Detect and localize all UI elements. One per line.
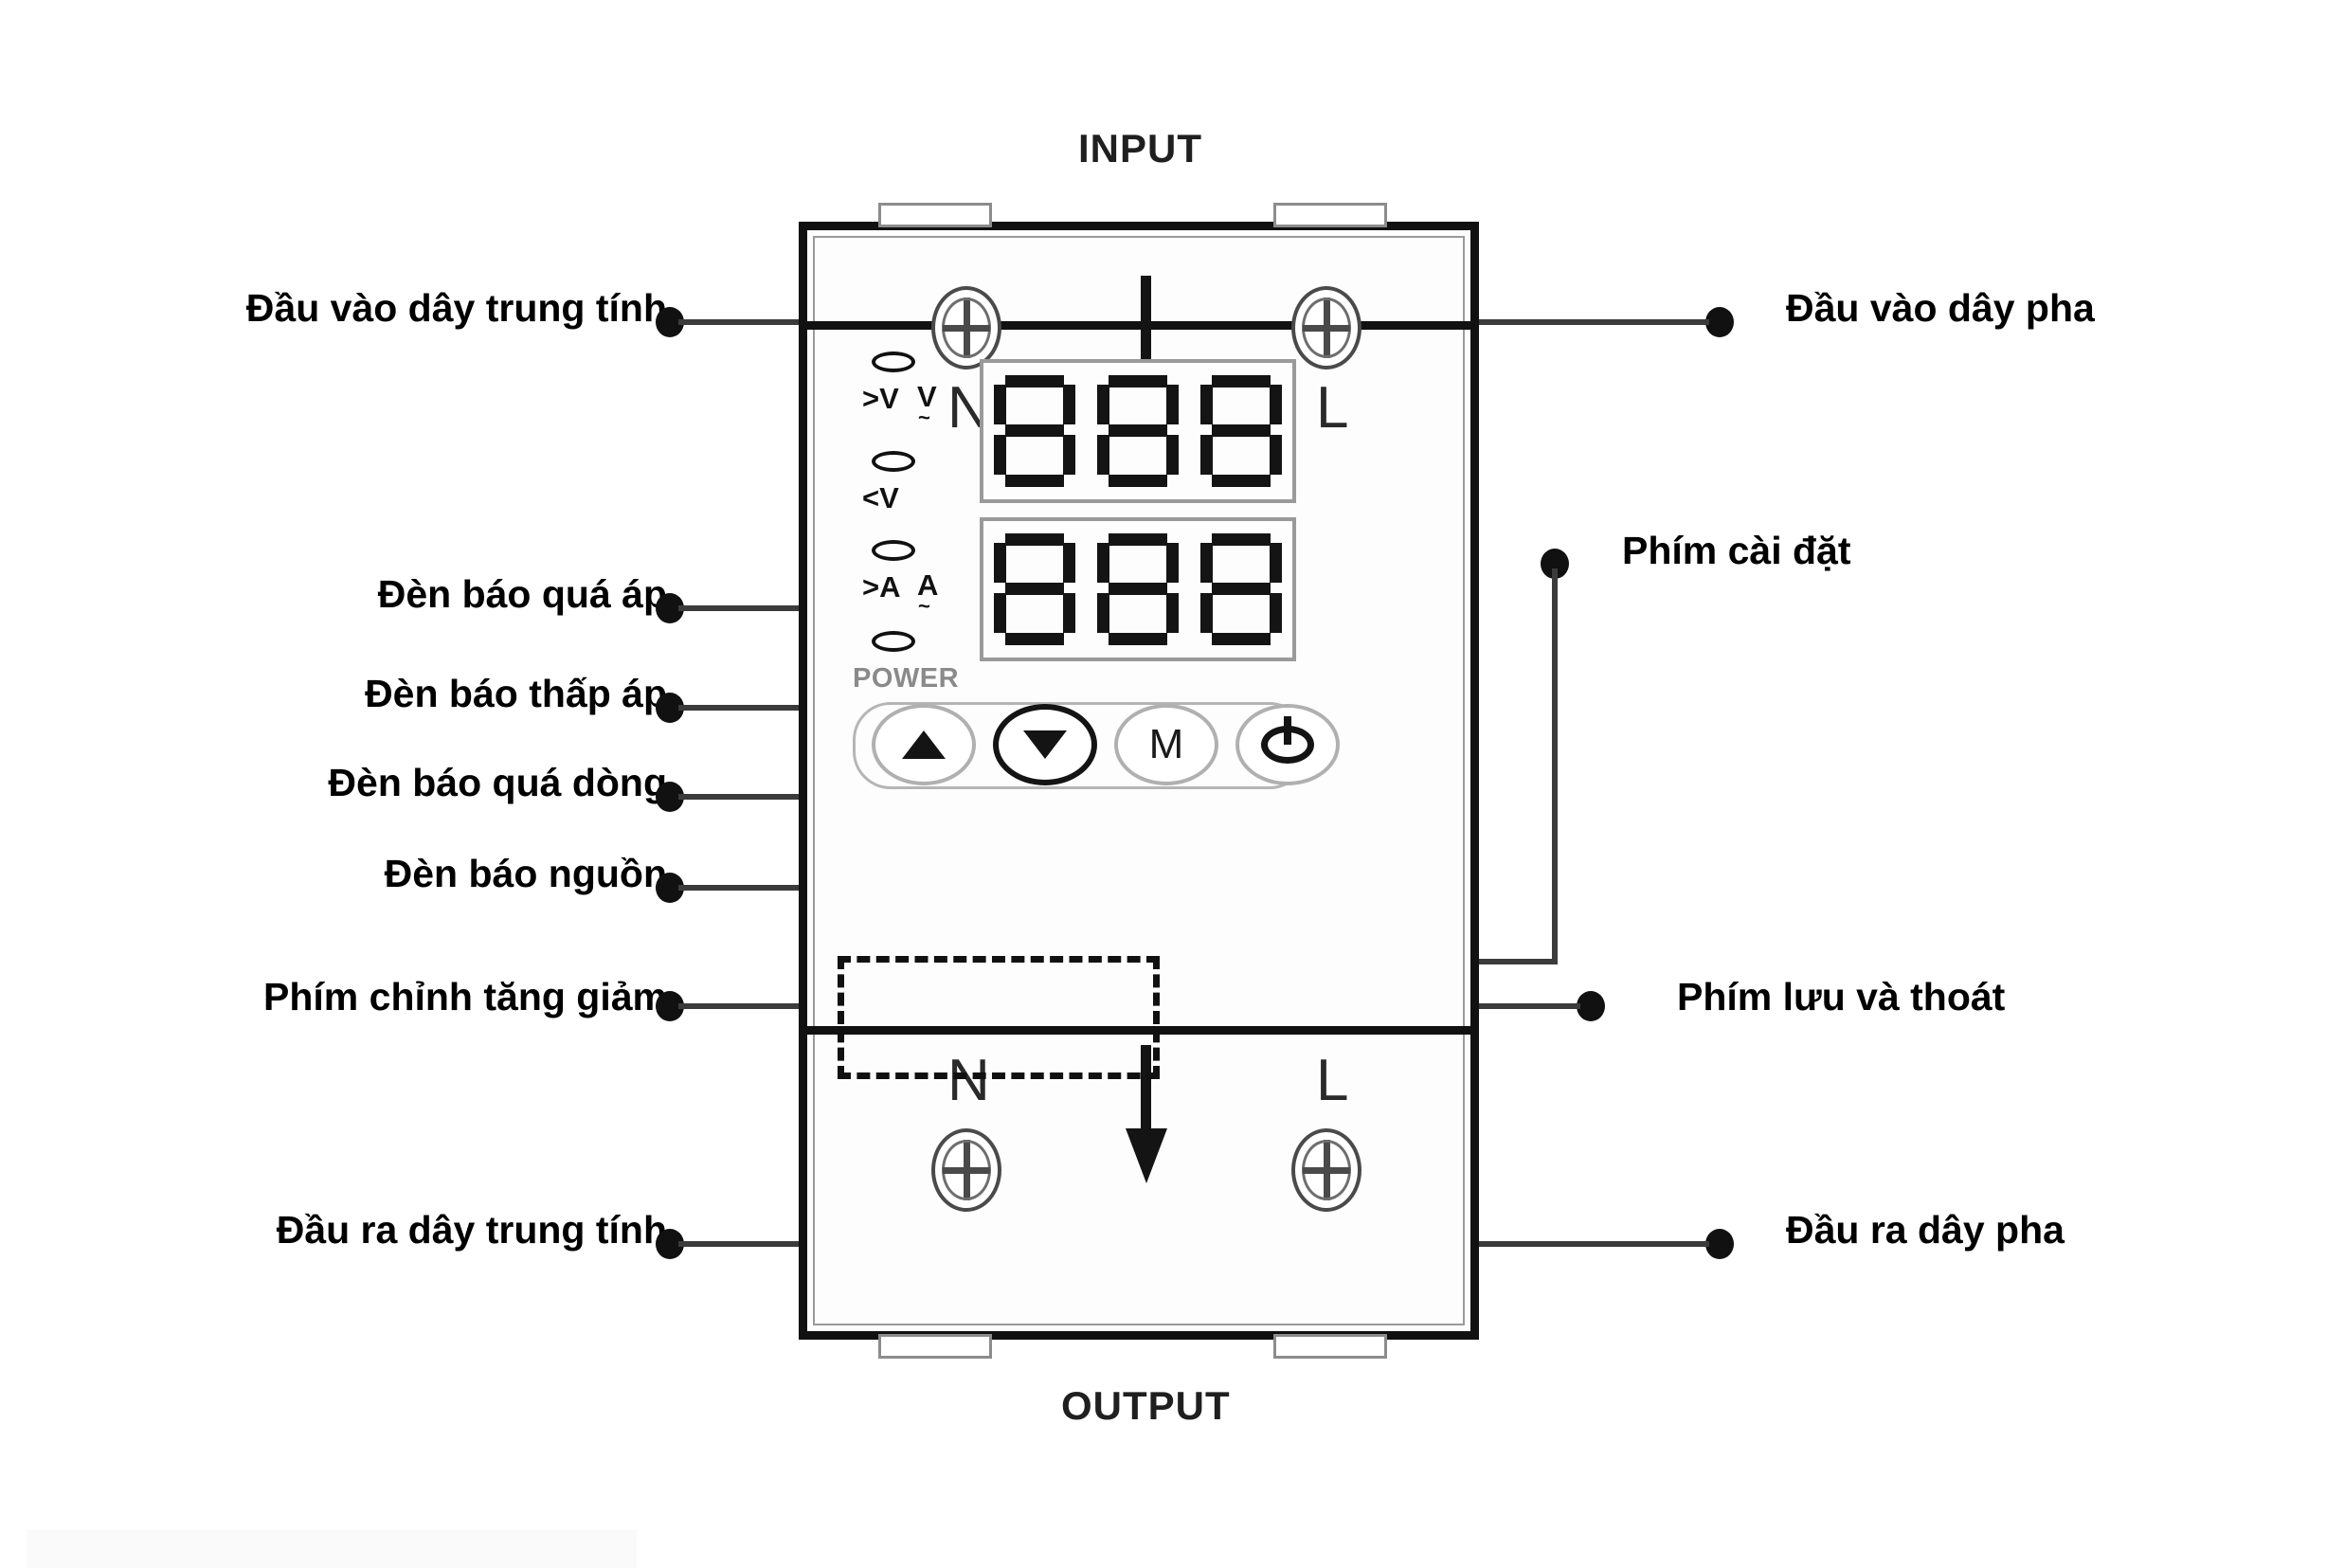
voltage-digit-3 <box>1199 375 1282 487</box>
up-button[interactable] <box>872 704 976 785</box>
din-tab-bottom-right <box>1273 1334 1387 1359</box>
input-line-screw-terminal <box>1291 286 1361 369</box>
updown-keys-highlight <box>838 956 1160 1079</box>
output-caption: OUTPUT <box>1061 1383 1231 1428</box>
din-tab-top-left <box>878 203 992 227</box>
input-line-letter: L <box>1316 375 1349 441</box>
voltage-digit-1 <box>994 375 1076 487</box>
leader-line-updown-keys <box>678 1003 845 1009</box>
input-line-callout: Đầu vào dây pha <box>1786 286 2095 330</box>
mode-button[interactable]: M <box>1114 704 1218 785</box>
led-tilde-current: ~ <box>918 594 930 618</box>
leader-line-output-line <box>1376 1241 1709 1247</box>
power-led-callout: Đèn báo nguồn <box>384 852 667 895</box>
power-button[interactable] <box>1235 704 1340 785</box>
output-neutral-screw-terminal <box>931 1128 1001 1212</box>
input-neutral-callout: Đầu vào dây trung tính <box>245 286 667 330</box>
triangle-up-icon <box>902 730 946 759</box>
led-over-voltage <box>872 351 915 372</box>
over-current-callout: Đèn báo quá dòng <box>328 761 667 804</box>
current-digit-3 <box>1199 533 1282 645</box>
led-under-voltage <box>872 451 915 472</box>
leader-line-setting-key-vertical <box>1552 568 1558 964</box>
din-tab-bottom-left <box>878 1334 992 1359</box>
leader-line-over-current <box>678 794 883 800</box>
output-flow-arrow-icon <box>1126 1045 1167 1183</box>
mode-button-label: M <box>1148 721 1184 767</box>
updown-keys-callout: Phím chỉnh tăng giảm <box>263 975 667 1018</box>
under-voltage-callout: Đèn báo thấp áp <box>365 672 667 715</box>
current-digit-2 <box>1096 533 1179 645</box>
leader-line-over-voltage <box>678 605 883 611</box>
voltage-digit-2 <box>1096 375 1179 487</box>
led-label-power: POWER <box>853 663 960 694</box>
over-voltage-callout: Đèn báo quá áp <box>377 572 667 616</box>
leader-line-input-line <box>1376 319 1709 325</box>
led-over-current <box>872 540 915 561</box>
input-caption: INPUT <box>1078 126 1202 171</box>
led-label-over-current: >A <box>862 570 901 604</box>
save-exit-callout: Phím lưu và thoát <box>1677 975 2006 1018</box>
led-label-under-voltage: <V <box>862 481 899 514</box>
down-button[interactable] <box>993 704 1097 785</box>
current-display <box>980 517 1296 661</box>
leader-dot-save-exit <box>1577 991 1605 1021</box>
led-power <box>872 631 915 652</box>
leader-dot-input-line <box>1705 307 1734 337</box>
leader-line-power-led <box>678 885 883 891</box>
led-tilde-voltage: ~ <box>918 406 930 429</box>
led-label-over-voltage: >V <box>862 382 899 415</box>
led-unit-current: A <box>917 568 939 602</box>
output-neutral-callout: Đầu ra dây trung tính <box>276 1208 667 1252</box>
power-icon <box>1261 716 1314 771</box>
leader-line-under-voltage <box>678 705 883 711</box>
leader-dot-output-line <box>1705 1229 1734 1259</box>
voltage-display <box>980 359 1296 503</box>
din-tab-top-right <box>1273 203 1387 227</box>
output-line-letter: L <box>1316 1048 1349 1113</box>
page-artifact-band <box>27 1530 637 1568</box>
input-neutral-screw-terminal <box>931 286 1001 369</box>
output-line-callout: Đầu ra dây pha <box>1786 1208 2065 1252</box>
triangle-down-icon <box>1023 730 1067 759</box>
led-unit-voltage: V <box>917 380 937 413</box>
divider-output-section <box>799 1026 1479 1035</box>
current-digit-1 <box>994 533 1076 645</box>
output-neutral-letter: N <box>947 1048 990 1113</box>
device-body: N L >V V ~ <V >A A ~ POWER <box>799 203 1479 1359</box>
setting-key-callout: Phím cài đặt <box>1622 529 1851 572</box>
divider-input-section <box>799 321 1479 330</box>
output-line-screw-terminal <box>1291 1128 1361 1212</box>
